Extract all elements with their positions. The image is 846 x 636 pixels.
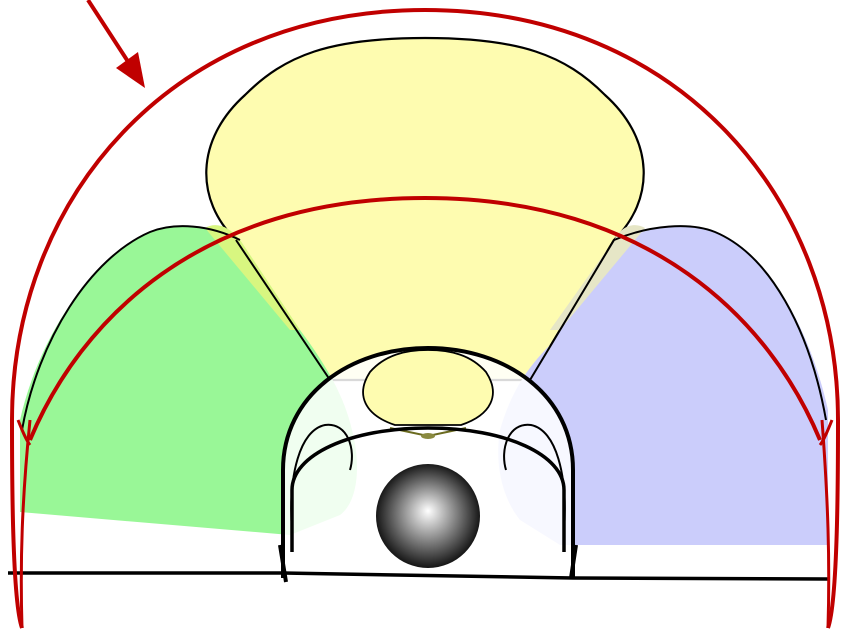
right-lobe bbox=[498, 226, 828, 545]
left-connector bbox=[235, 239, 331, 381]
left-lobe-outline bbox=[21, 225, 241, 431]
inner-dome-inner bbox=[290, 426, 566, 552]
outer-boundary-right-return bbox=[820, 419, 831, 629]
inner-dome-fill bbox=[283, 350, 573, 575]
inner-dome-right-foot bbox=[569, 544, 578, 579]
inner-dome-left-foot bbox=[278, 544, 288, 583]
inner-top-lobe bbox=[362, 349, 494, 426]
overlap-yellow-blue bbox=[550, 225, 645, 330]
outer-boundary-curve bbox=[9, 7, 841, 629]
inner-boundary-right-joint bbox=[818, 419, 834, 446]
ground-line bbox=[8, 571, 829, 581]
outer-boundary-left-return bbox=[19, 419, 32, 629]
top-lobe bbox=[205, 36, 645, 382]
right-connector bbox=[529, 239, 615, 381]
right-lobe-outline bbox=[613, 225, 827, 421]
inner-top-lobe-knob bbox=[421, 433, 435, 439]
inner-dome-outer bbox=[281, 345, 575, 578]
inner-boundary-left-joint bbox=[16, 419, 32, 446]
sphere bbox=[376, 464, 480, 568]
inner-boundary-curve bbox=[28, 195, 822, 441]
overlap-yellow-green bbox=[205, 225, 300, 330]
pointer-arrow-icon bbox=[86, 0, 145, 88]
arrow-head bbox=[116, 52, 145, 88]
